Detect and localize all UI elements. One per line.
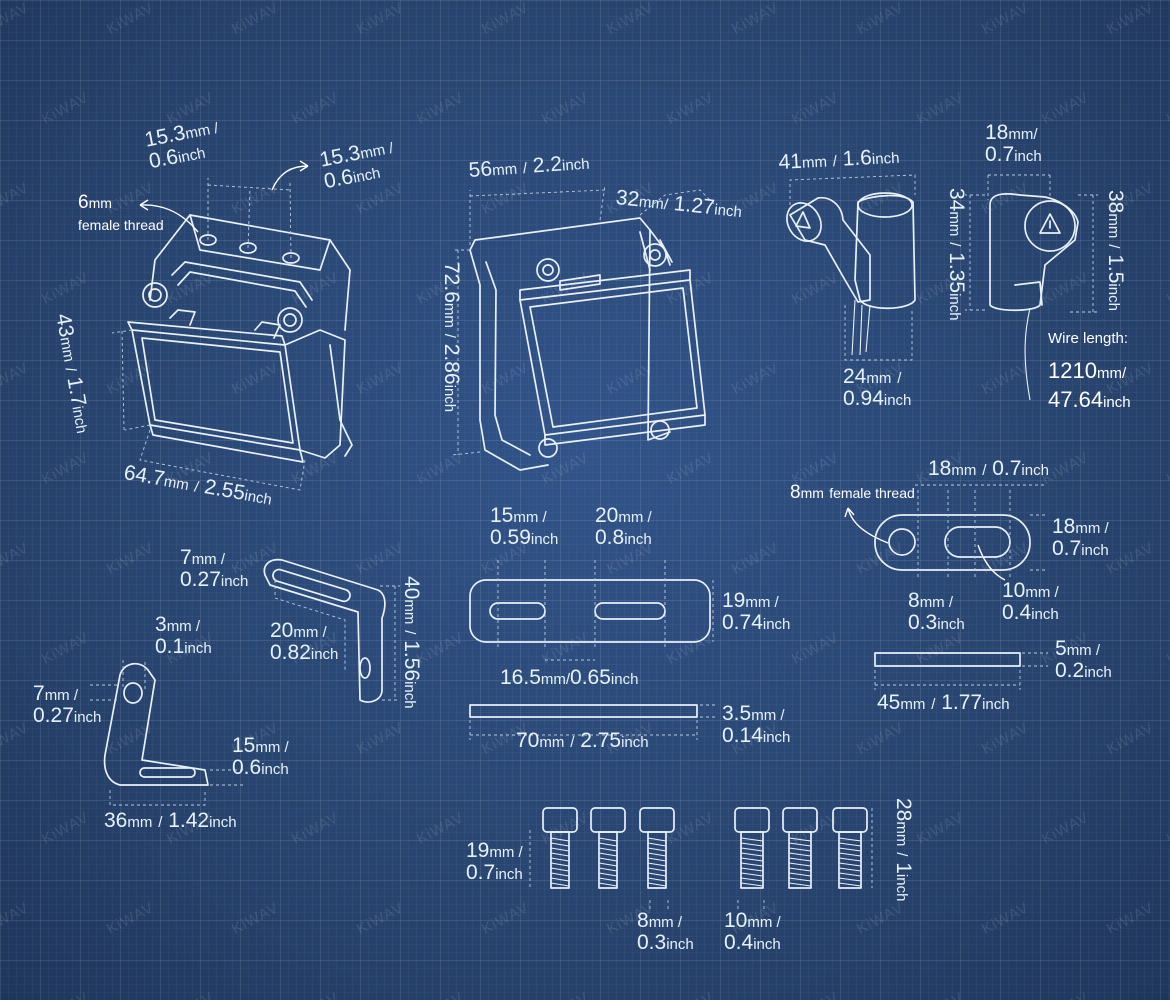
dim-bracket-36: 36mm / 1.42inch	[104, 809, 237, 832]
small-spacer	[844, 484, 1048, 690]
note-8mm-thread: 8mm female thread	[790, 482, 915, 503]
socket-bolt	[542, 807, 578, 889]
dim-plate-16-5: 16.5mm/0.65inch	[500, 666, 639, 689]
l-bracket-upper	[263, 558, 400, 703]
dim-plate-15: 15mm /0.59inch	[490, 504, 559, 550]
dim-bolt-28: 28mm / 1inch	[892, 798, 915, 902]
dim-spacer-8: 8mm /0.3inch	[908, 589, 965, 635]
dim-height-72: 72.6mm / 2.86inch	[440, 262, 463, 413]
wire-length-title: Wire length:	[1048, 330, 1129, 347]
housing-front-center	[451, 184, 716, 471]
l-bracket-lower	[90, 660, 245, 806]
socket-bolt	[639, 807, 675, 889]
dim-bolt-8: 8mm /0.3inch	[637, 909, 694, 955]
dim-bracket-7: 7mm /0.27inch	[180, 546, 249, 592]
dim-bracket-20: 20mm /0.82inch	[270, 619, 339, 665]
dim-bracket-15: 15mm /0.6inch	[232, 734, 289, 780]
socket-bolt	[590, 807, 626, 889]
dim-plate-70: 70mm / 2.75inch	[516, 729, 649, 752]
socket-bolt	[782, 807, 818, 889]
dim-bracket-40: 40mm / 1.56inch	[400, 576, 423, 709]
dim-bracket-7b: 7mm /0.27inch	[33, 682, 102, 728]
socket-bolt	[734, 807, 770, 889]
dim-switch-34: 34mm / 1.35inch	[945, 188, 968, 321]
slotted-plate	[469, 560, 718, 740]
dim-spacer-18b: 18mm /0.7inch	[1052, 515, 1109, 561]
bolt-set	[542, 807, 868, 889]
dim-spacer-5: 5mm /0.2inch	[1055, 637, 1112, 683]
dim-bolt-19: 19mm /0.7inch	[466, 839, 523, 885]
dim-spacer-10: 10mm /0.4inch	[1002, 579, 1059, 625]
dim-bolt-10: 10mm /0.4inch	[724, 909, 781, 955]
dim-switch-38: 38mm / 1.5inch	[1104, 190, 1127, 311]
wire-length-value: 1210mm/47.64inch	[1048, 358, 1131, 412]
dim-plate-3-5: 3.5mm /0.14inch	[722, 702, 791, 748]
dim-plate-19: 19mm /0.74inch	[722, 589, 791, 635]
dim-switch-18: 18mm/0.7inch	[985, 121, 1042, 167]
switch-side-view	[786, 174, 916, 361]
dim-spacer-18: 18mm / 0.7inch	[928, 457, 1049, 480]
dim-spacer-45: 45mm / 1.77inch	[877, 691, 1010, 714]
dim-switch-24: 24mm /0.94inch	[843, 365, 912, 411]
dim-plate-20: 20mm /0.8inch	[595, 504, 652, 550]
dim-bracket-3: 3mm /0.1inch	[155, 613, 212, 659]
socket-bolt	[832, 807, 868, 889]
switch-front-view	[965, 174, 1098, 401]
housing-perspective-left	[111, 160, 353, 491]
